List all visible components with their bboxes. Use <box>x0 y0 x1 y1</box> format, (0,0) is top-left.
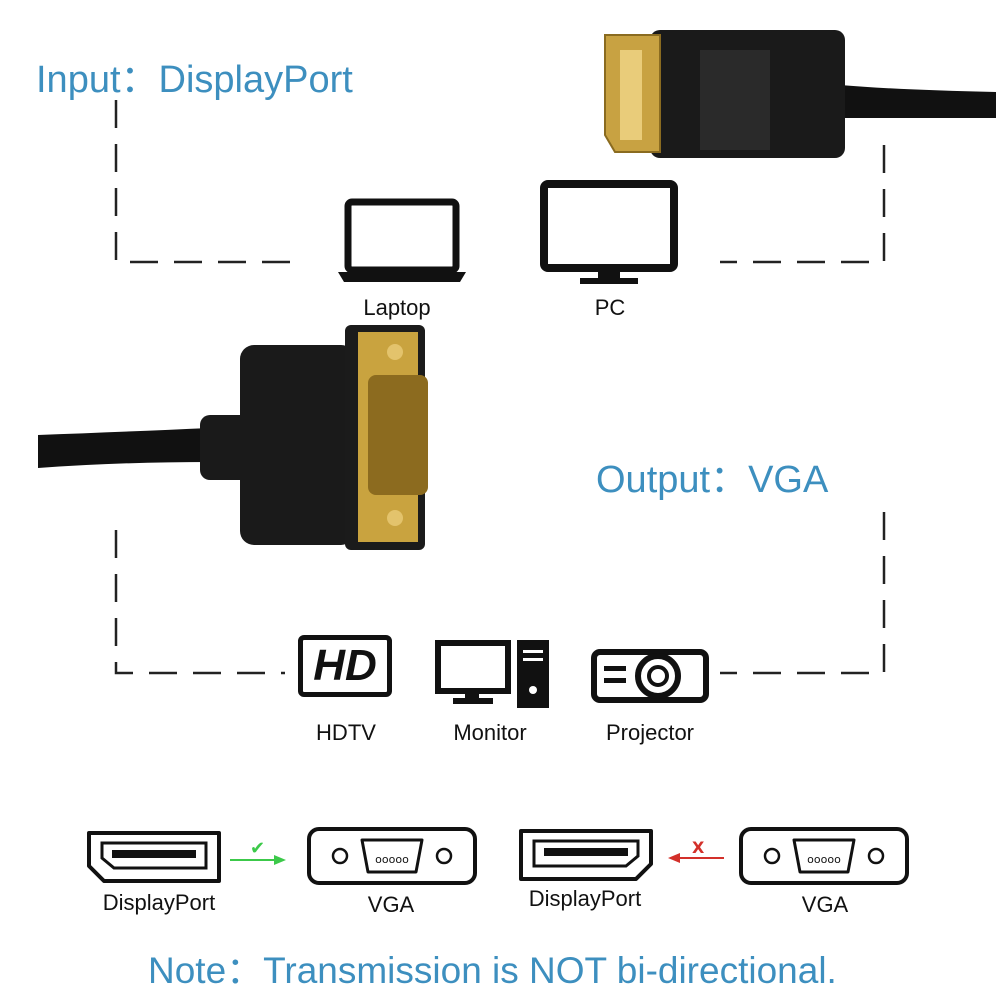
svg-text:ooooo: ooooo <box>375 853 409 866</box>
displayport-port-icon <box>87 831 221 883</box>
arrow-right-check-icon: ✔ <box>230 838 286 865</box>
arrow-left-x-icon: X <box>668 838 724 863</box>
device-label-monitor: Monitor <box>453 720 527 745</box>
device-label-hdtv: HDTV <box>316 720 376 745</box>
note-text: Note：Transmission is NOT bi-directional. <box>148 950 837 991</box>
svg-text:✔: ✔ <box>250 838 265 859</box>
vga-port-icon: ooooo <box>307 827 477 885</box>
svg-text:ooooo: ooooo <box>807 853 841 866</box>
projector-icon <box>591 649 709 703</box>
vga-port-icon: ooooo <box>739 827 909 885</box>
device-label-pc: PC <box>594 295 626 320</box>
laptop-icon <box>338 198 466 282</box>
port-label: DisplayPort <box>528 886 642 911</box>
hdtv-icon: HD <box>298 635 392 697</box>
pc-monitor-icon <box>540 180 678 284</box>
monitor-icon <box>435 640 549 708</box>
displayport-port-icon <box>519 829 653 881</box>
input-label: Input：DisplayPort <box>36 59 353 101</box>
port-label: VGA <box>801 892 849 917</box>
port-label: VGA <box>367 892 415 917</box>
device-label-projector: Projector <box>605 720 695 745</box>
port-label: DisplayPort <box>102 890 216 915</box>
svg-text:X: X <box>692 838 705 857</box>
device-label-laptop: Laptop <box>363 295 431 320</box>
output-label: Output：VGA <box>596 459 829 501</box>
